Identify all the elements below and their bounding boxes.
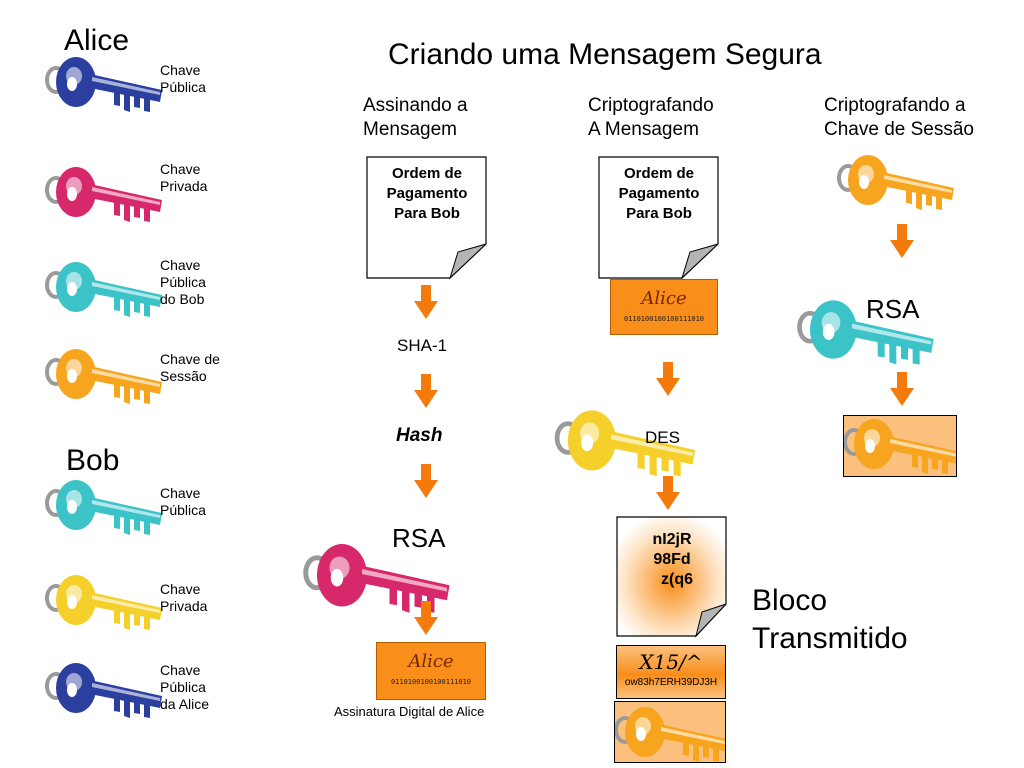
bob-label: Bob xyxy=(66,444,120,477)
col3-arrow-2-icon xyxy=(890,372,914,406)
col2-des-label: DES xyxy=(645,428,680,447)
col1-rsa-label: RSA xyxy=(392,523,446,553)
alice-public-key-icon xyxy=(44,50,164,120)
col1-sha1-label: SHA-1 xyxy=(397,336,448,355)
alice-label: Alice xyxy=(64,24,130,57)
col2-message-document xyxy=(598,156,719,280)
col2-signature-block: Alice 0110100100100111010 xyxy=(610,279,718,335)
col1-arrow-1-icon xyxy=(414,285,438,319)
col2-encrypted-key-icon xyxy=(614,701,726,763)
col3-rsa-label: RSA xyxy=(866,294,920,324)
col2-encrypted-signature: X15/^ ow83h7ERH39DJ3H xyxy=(616,645,726,699)
alice-private-key-icon xyxy=(44,160,164,230)
col2-encrypted-session-key xyxy=(614,701,726,763)
bob-private-key-icon xyxy=(44,568,164,638)
col1-signature-block: Alice 0110100100100111010 xyxy=(376,642,486,700)
col3-encrypted-key-icon xyxy=(843,415,957,477)
col1-message-document xyxy=(366,156,487,280)
col1-hash-label: Hash xyxy=(396,425,443,446)
col2-cipher-document xyxy=(616,516,727,638)
col3-encrypted-session-key xyxy=(843,415,957,477)
col2-arrow-2-icon xyxy=(656,476,680,510)
col3-arrow-1-icon xyxy=(890,224,914,258)
bob-public-key-icon-2 xyxy=(44,473,164,543)
col1-arrow-4-icon xyxy=(414,601,438,635)
col3-session-key-icon xyxy=(836,148,956,218)
col1-caption: Assinatura Digital de Alice xyxy=(334,704,485,719)
page-title: Criando uma Mensagem Segura xyxy=(388,38,822,71)
alice-public-key-icon-2 xyxy=(44,656,164,726)
session-key-icon xyxy=(44,342,164,412)
col2-arrow-1-icon xyxy=(656,362,680,396)
bob-public-key-icon xyxy=(44,255,164,325)
col1-arrow-2-icon xyxy=(414,374,438,408)
col1-arrow-3-icon xyxy=(414,464,438,498)
